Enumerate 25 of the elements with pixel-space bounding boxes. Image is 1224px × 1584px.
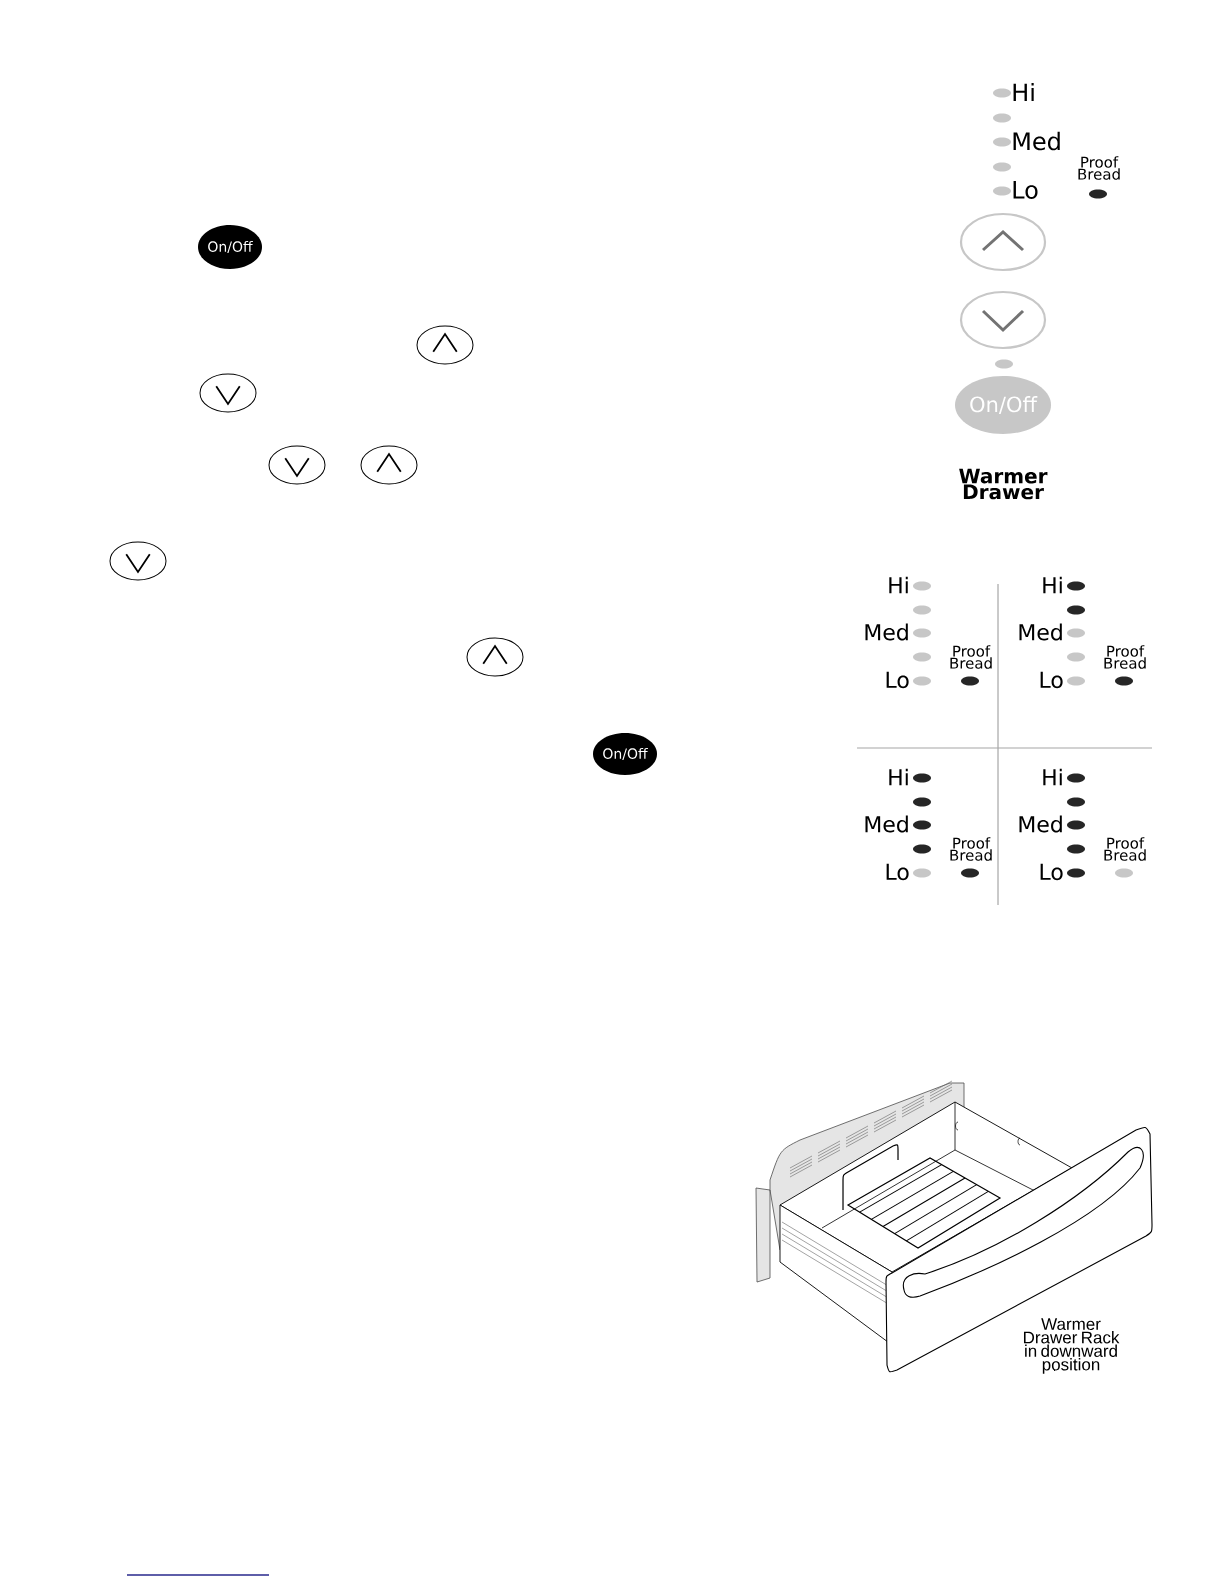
power-button: On/Off bbox=[955, 376, 1052, 434]
power-button: On/Off bbox=[593, 733, 657, 775]
setting-label: Proof Bread bbox=[950, 837, 992, 861]
setting-label: Proof Bread bbox=[1104, 837, 1146, 861]
setting-label: Proof Bread bbox=[950, 645, 992, 669]
figure-caption: Warmer Drawer Rack in downward position bbox=[1024, 1318, 1120, 1374]
level-label: Hi bbox=[1043, 768, 1062, 786]
level-label: Lo bbox=[886, 863, 909, 881]
level-label: Lo bbox=[1013, 181, 1038, 199]
level-label: Lo bbox=[886, 671, 909, 689]
level-label: Med bbox=[1019, 815, 1062, 833]
panel-title: Warmer Drawer bbox=[959, 468, 1048, 500]
level-label: Lo bbox=[1040, 863, 1063, 881]
level-label: Hi bbox=[889, 576, 908, 594]
level-label: Lo bbox=[1040, 671, 1063, 689]
level-label: Med bbox=[1019, 623, 1062, 641]
level-label: Hi bbox=[1043, 576, 1062, 594]
level-label: Med bbox=[865, 815, 908, 833]
level-label: Med bbox=[865, 623, 908, 641]
level-label: Hi bbox=[1013, 82, 1034, 102]
level-label: Med bbox=[1013, 131, 1060, 151]
setting-label: Proof Bread bbox=[1104, 645, 1146, 669]
level-label: Hi bbox=[889, 768, 908, 786]
setting-label: Proof Bread bbox=[1078, 156, 1120, 180]
power-button: On/Off bbox=[198, 225, 262, 269]
